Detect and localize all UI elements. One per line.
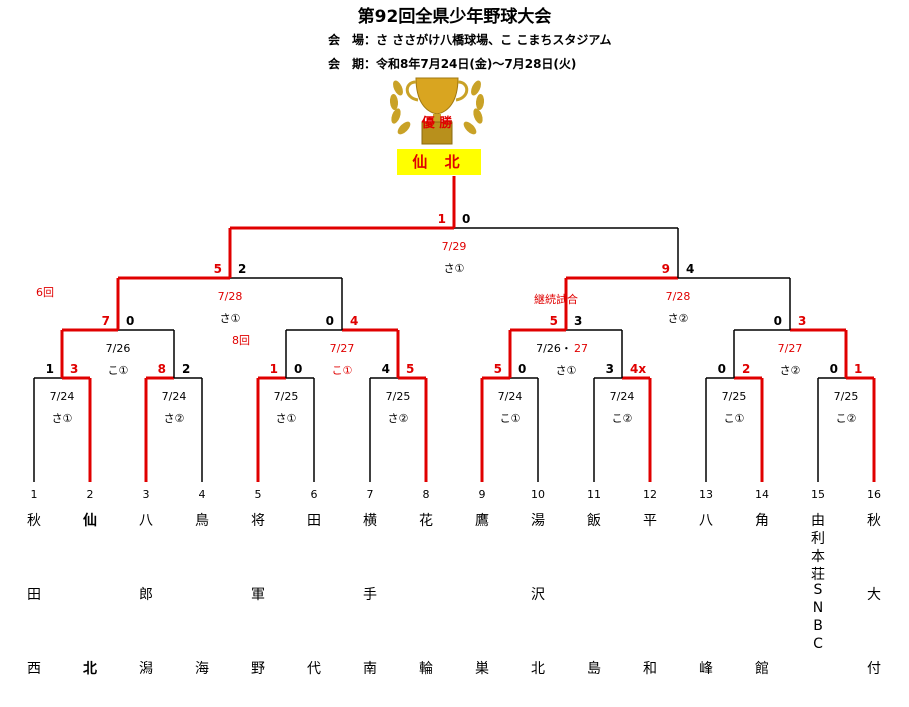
game-date: 7/27 [778,342,803,355]
score-right: 0 [126,314,134,328]
score-left: 1 [438,212,446,226]
score-right: 0 [294,362,302,376]
score-right: 2 [742,362,750,376]
score-left: 0 [326,314,334,328]
team-number: 12 [643,488,657,501]
game-note: 8回 [232,334,250,347]
game-date: 7/27 [330,342,355,355]
team-number: 10 [531,488,545,501]
game-date: 7/24 [498,390,523,403]
game-date: 7/25 [722,390,747,403]
game-venue: こ② [612,412,633,425]
team-number: 15 [811,488,825,501]
trophy-label: 優 勝 [421,116,453,131]
game-venue: さ② [780,364,801,377]
game-venue: さ① [52,412,73,425]
score-left: 1 [270,362,278,376]
game-date: 7/26 [106,342,131,355]
team-number: 14 [755,488,769,501]
game-venue: こ① [332,364,353,377]
game-date: 7/29 [442,240,467,253]
game-date: 7/28 [218,290,243,303]
game-note: 6回 [36,286,54,299]
period-info: 会 期：令和8年7月24日(金)～7月28日(火) [328,57,577,71]
team-number: 5 [254,488,262,501]
score-right: 2 [238,262,246,276]
game-venue: さ② [164,412,185,425]
venue-info: 会 場：さ ささがけ八橋球場、こ こまちスタジアム [328,33,612,47]
score-left: 5 [550,314,558,328]
game-venue: さ② [388,412,409,425]
score-left: 5 [214,262,222,276]
game-venue: こ② [836,412,857,425]
team-number: 2 [86,488,94,501]
score-left: 9 [662,262,670,276]
game-date: 7/28 [666,290,691,303]
score-right: 4 [686,262,694,276]
score-right: 0 [462,212,470,226]
score-left: 3 [606,362,614,376]
game-venue: こ① [108,364,129,377]
page-title: 第92回全県少年野球大会 [357,7,552,27]
champion-box: 仙 北 [397,149,481,175]
score-right: 4x [630,362,646,376]
game-venue: さ① [444,262,465,275]
game-date: 7/24 [610,390,635,403]
score-left: 0 [718,362,726,376]
game-date: 7/25 [386,390,411,403]
trophy-icon [389,77,485,145]
score-right: 5 [406,362,414,376]
game-venue: さ① [220,312,241,325]
team-number: 11 [587,488,601,501]
team-number: 16 [867,488,881,501]
team-number: 8 [422,488,430,501]
game-venue: こ① [724,412,745,425]
game-venue: こ① [500,412,521,425]
score-right: 0 [518,362,526,376]
team-number: 9 [478,488,486,501]
game-date-resumed: 27 [574,342,588,355]
game-note: 継続試合 [534,292,578,306]
team-number: 6 [310,488,318,501]
team-number: 3 [142,488,150,501]
score-right: 4 [350,314,358,328]
score-left: 0 [830,362,838,376]
team-number: 13 [699,488,713,501]
game-date: 7/24 [50,390,75,403]
score-left: 8 [158,362,166,376]
team-number: 4 [198,488,206,501]
team-number: 1 [30,488,38,501]
score-right: 3 [70,362,78,376]
score-left: 0 [774,314,782,328]
score-left: 4 [382,362,390,376]
score-right: 3 [574,314,582,328]
score-left: 7 [102,314,110,328]
score-right: 3 [798,314,806,328]
score-right: 1 [854,362,862,376]
score-left: 1 [46,362,54,376]
game-venue: さ① [556,364,577,377]
team-number: 7 [366,488,374,501]
game-venue: さ② [668,312,689,325]
game-venue: さ① [276,412,297,425]
score-right: 2 [182,362,190,376]
game-date: 7/25 [274,390,299,403]
game-date: 7/24 [162,390,187,403]
score-left: 5 [494,362,502,376]
game-date: 7/25 [834,390,859,403]
game-date: 7/26・ [536,342,572,355]
